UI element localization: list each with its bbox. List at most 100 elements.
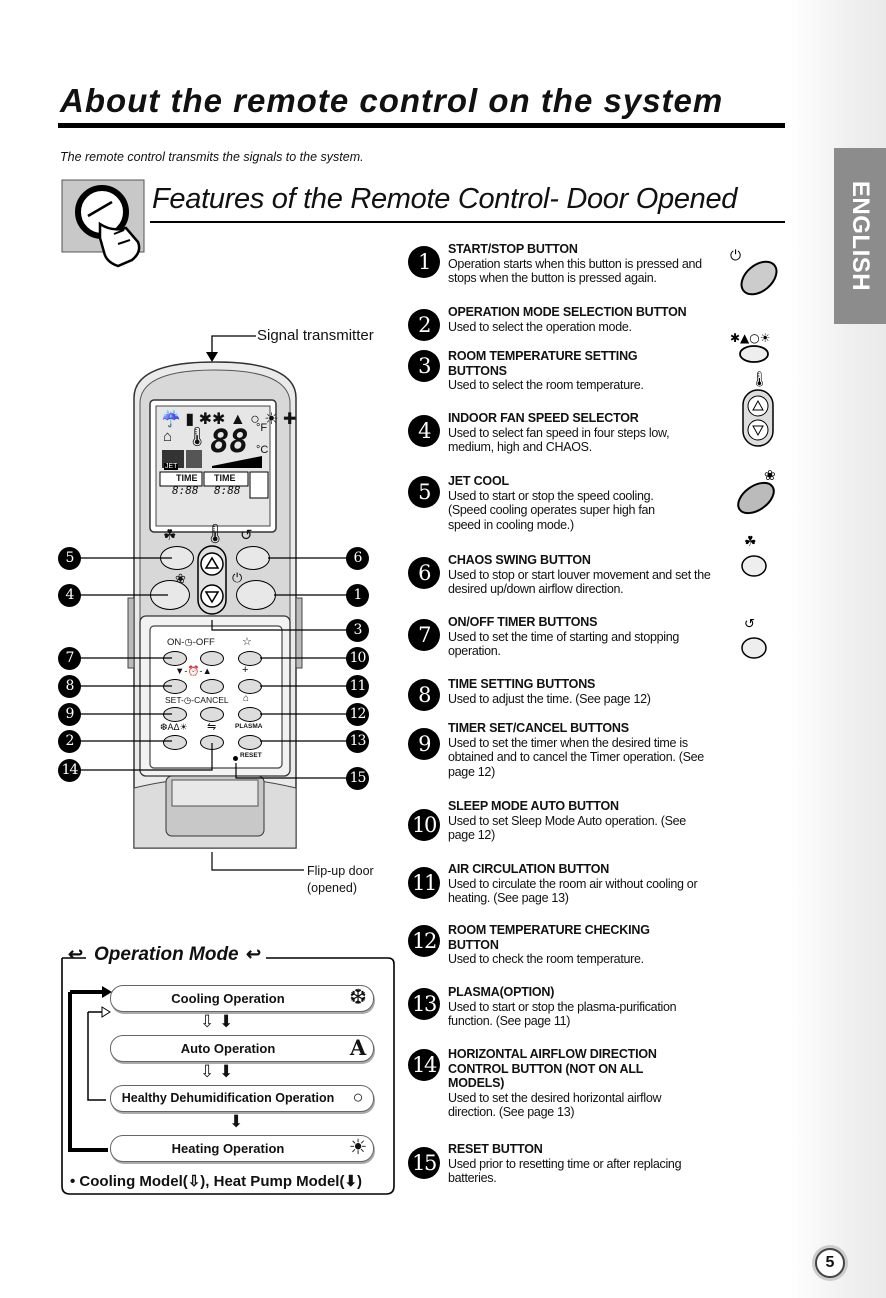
lcd-timer-off-value: 8:88	[214, 484, 241, 497]
feature-title: JET COOL	[448, 474, 509, 488]
reset-pinhole-button[interactable]	[233, 756, 238, 761]
lcd-jet: JET	[164, 463, 179, 470]
start-stop-remote-button[interactable]	[236, 580, 276, 610]
svg-text:⏻: ⏻	[730, 248, 741, 264]
feature-title: PLASMA(OPTION)	[448, 985, 555, 999]
callout-5: 5	[58, 547, 81, 570]
feature-badge-13: 13	[408, 988, 440, 1020]
mode-auto: Auto Operation	[110, 1035, 374, 1062]
svg-text:☘: ☘	[744, 534, 757, 550]
time-up-button[interactable]	[200, 679, 224, 694]
feature-badge-8: 8	[408, 679, 440, 711]
language-tab: ENGLISH	[834, 148, 886, 324]
feature-desc: Used to check the room temperature.	[448, 952, 644, 966]
chaos-swing-remote-button[interactable]	[236, 546, 270, 570]
feature-title: SLEEP MODE AUTO BUTTON	[448, 799, 619, 813]
feature-title: TIME SETTING BUTTONS	[448, 677, 596, 691]
timer-off-button[interactable]	[200, 651, 224, 666]
temperature-rocker[interactable]	[196, 544, 228, 616]
lcd-status-icons: ☔ ▮ ✱✱ ▲ ○ ☀ ✚	[161, 411, 297, 428]
sleep-star-icon: ☆	[242, 636, 252, 648]
callout-2: 2	[58, 730, 81, 753]
swing-button-illustration: ↺	[741, 617, 767, 659]
reset-label: RESET	[240, 752, 262, 759]
callout-7: 7	[58, 647, 81, 670]
timer-cancel-button[interactable]	[200, 707, 224, 722]
callout-6: 6	[346, 547, 369, 570]
signal-leader-line	[206, 335, 256, 362]
lcd-timer-on-label: TIME	[176, 473, 198, 483]
feature-title: ON/OFF TIMER BUTTONS	[448, 615, 598, 629]
feature-desc: Used to start or stop the speed cooling.…	[448, 488, 655, 532]
lcd-timer-on-value: 8:88	[172, 484, 199, 497]
feature-badge-3: 3	[408, 350, 440, 382]
flip-door-label-line1: Flip-up door	[307, 864, 374, 878]
mode-title-hook-icon: ↩	[68, 944, 84, 964]
operation-mode-note: • Cooling Model(⇩), Heat Pump Model(⬇)	[70, 1173, 363, 1190]
feature-title: AIR CIRCULATION BUTTON	[448, 862, 610, 876]
thermometer-icon: 🌡	[185, 427, 210, 448]
mode-cooling: Cooling Operation	[110, 985, 374, 1012]
feature-13: PLASMA(OPTION)Used to start or stop the …	[448, 985, 723, 1029]
plasma-label: PLASMA	[235, 723, 263, 730]
svg-text:🌡: 🌡	[750, 370, 769, 388]
lcd-unit-f: °F	[256, 422, 268, 434]
set-cancel-label: SET-◷-CANCEL	[165, 695, 229, 705]
feature-badge-14: 14	[408, 1049, 440, 1081]
mode-arrows-3: ⬇	[229, 1112, 244, 1131]
svg-text:✱▲○☀: ✱▲○☀	[730, 331, 771, 345]
time-set-label: ▼-⏰-▲	[175, 666, 212, 677]
callout-4: 4	[58, 584, 81, 607]
mode-heating: Heating Operation	[110, 1135, 374, 1162]
lcd-unit-c: °C	[256, 444, 269, 456]
feature-badge-15: 15	[408, 1147, 440, 1179]
title-rule	[58, 123, 785, 128]
callout-11: 11	[346, 675, 369, 698]
page-title: About the remote control on the system	[60, 82, 724, 119]
mode-heating-label: Heating Operation	[171, 1141, 285, 1156]
mode-auto-label: Auto Operation	[180, 1041, 276, 1056]
mode-icons-label: ❆AΔ☀	[160, 722, 188, 732]
callout-9: 9	[58, 703, 81, 726]
mode-dehumidify-label: Healthy Dehumidification Operation	[121, 1091, 335, 1105]
feature-desc: Used to stop or start louver movement an…	[448, 567, 711, 597]
feature-desc: Operation starts when this button is pre…	[448, 256, 702, 286]
feature-title: CHAOS SWING BUTTON	[448, 553, 591, 567]
snowflake-icon: ❆	[349, 986, 367, 1009]
language-tab-label: ENGLISH	[847, 180, 874, 292]
feature-badge-10: 10	[408, 809, 440, 841]
on-off-timer-label: ON-◷-OFF	[167, 637, 215, 648]
mode-cooling-label: Cooling Operation	[171, 991, 285, 1006]
home-icon: ⌂	[163, 428, 173, 445]
feature-desc: Used to set the time of starting and sto…	[448, 629, 680, 659]
feature-14: HORIZONTAL AIRFLOW DIRECTION CONTROL BUT…	[448, 1047, 693, 1120]
plasma-button[interactable]	[238, 735, 262, 750]
feature-title: ROOM TEMPERATURE CHECKING BUTTON	[448, 923, 650, 952]
power-symbol-icon: ⏻	[232, 570, 243, 585]
jet-cool-button-illustration: ❀	[737, 468, 776, 515]
page-number: 5	[815, 1248, 845, 1278]
feature-desc: Used to start or stop the plasma-purific…	[448, 999, 677, 1029]
svg-text:↺: ↺	[744, 617, 755, 632]
mode-title-hook-right-icon: ↩	[246, 944, 262, 964]
flip-door-leader-line	[211, 852, 304, 871]
feature-title: START/STOP BUTTON	[448, 242, 578, 256]
fan-symbol-icon: ❀	[175, 571, 186, 586]
water-drop-icon: ○	[352, 1087, 364, 1107]
feature-badge-9: 9	[408, 728, 440, 760]
feature-title: RESET BUTTON	[448, 1142, 543, 1156]
finger-press-icon	[61, 179, 145, 268]
callout-1: 1	[346, 584, 369, 607]
mode-select-button[interactable]	[163, 735, 187, 750]
feature-desc: Used prior to resetting time or after re…	[448, 1156, 682, 1186]
page-subtitle: The remote control transmits the signals…	[60, 150, 364, 164]
section-title: Features of the Remote Control- Door Ope…	[152, 183, 738, 215]
